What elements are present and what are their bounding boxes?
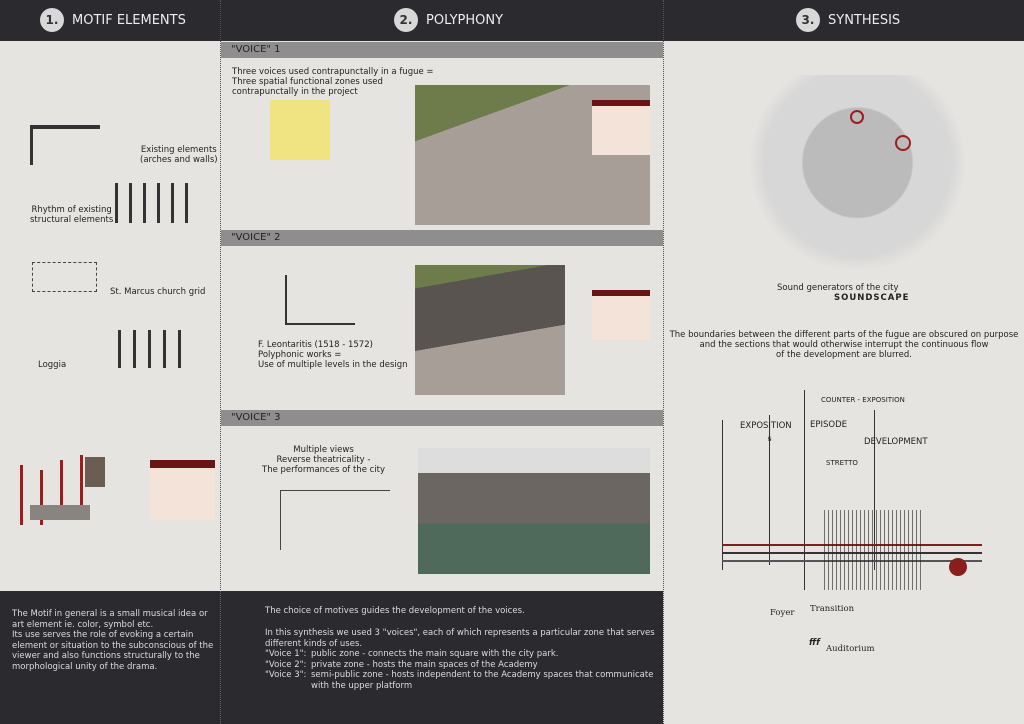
section-header-motif: 1. MOTIF ELEMENTS [40, 8, 186, 32]
voice-2-text: F. Leontaritis (1518 - 1572) Polyphonic … [258, 340, 408, 370]
column-divider [663, 0, 664, 724]
label-counter-exposition: COUNTER - EXPOSITION [821, 396, 905, 404]
map-caption: Sound generators of the city [777, 283, 899, 293]
city-map [745, 75, 970, 270]
column-divider [220, 0, 221, 724]
voice-1-text: Three voices used contrapunctally in a f… [232, 67, 434, 97]
voices-list: "Voice 1": public zone - connects the mai… [265, 649, 660, 691]
section-title: MOTIF ELEMENTS [72, 12, 186, 28]
section-title: POLYPHONY [426, 12, 504, 28]
voice-key: "Voice 3": [265, 670, 307, 680]
label-auditorium: Auditorium [826, 644, 875, 654]
voice-1-building [592, 100, 650, 155]
voice-value: private zone - hosts the main spaces of … [311, 659, 538, 670]
section-number: 1. [40, 8, 64, 32]
levels-sketch [285, 275, 355, 325]
section-title: SYNTHESIS [828, 12, 901, 28]
voice-value: public zone - connects the main square w… [311, 649, 559, 659]
voices-body: In this synthesis we used 3 "voices", ea… [265, 628, 655, 649]
voice-2-building [592, 290, 650, 340]
section-header-polyphony: 2. POLYPHONY [394, 8, 503, 32]
label-episode: EPISODE [810, 420, 848, 430]
building-model [150, 460, 215, 520]
arches-sketch [30, 125, 100, 165]
voices-intro: The choice of motives guides the develop… [265, 606, 525, 616]
voice-key: "Voice 2": [265, 659, 307, 670]
voice-1-sketch [270, 100, 330, 160]
label-stretto: STRETTO [826, 459, 858, 467]
motif-model [15, 455, 105, 535]
header-band [0, 0, 1024, 41]
voice-2-render [415, 265, 565, 395]
motif-label: Existing elements (arches and walls) [140, 145, 218, 165]
voice-value: semi-public zone - hosts independent to … [311, 670, 654, 691]
motif-label: St. Marcus church grid [110, 287, 206, 297]
label-development: DEVELOPMENT [864, 437, 928, 447]
fugue-diagram: COUNTER - EXPOSITION EXPOSITION EPISODE … [664, 390, 1024, 670]
column-divider [220, 591, 221, 724]
voice-3-text: Multiple views Reverse theatricality - T… [262, 445, 386, 475]
voice-item: "Voice 2": private zone - hosts the main … [265, 660, 660, 671]
footer-band: The Motif in general is a small musical … [0, 591, 663, 724]
synthesis-paragraph: The boundaries between the different par… [669, 330, 1019, 360]
voice-item: "Voice 1": public zone - connects the mai… [265, 649, 660, 660]
motif-label: Loggia [38, 360, 67, 370]
section-header-synthesis: 3. SYNTHESIS [796, 8, 900, 32]
loggia-sketch [118, 330, 193, 368]
label-transition: Transition [810, 604, 855, 614]
voice-3-render [418, 448, 650, 574]
segno-symbol: 𝄋 [768, 435, 772, 445]
label-exposition: EXPOSITION [740, 421, 792, 431]
voice-key: "Voice 1": [265, 649, 307, 659]
motif-description: The Motif in general is a small musical … [12, 609, 214, 672]
motif-label: Rhythm of existing structural elements [30, 205, 114, 225]
label-foyer: Foyer [770, 608, 795, 618]
section-number: 2. [394, 8, 418, 32]
rhythm-sketch [115, 183, 195, 223]
label-fff: fff [809, 638, 820, 648]
voice-2-bar: "VOICE" 2 [221, 230, 663, 246]
voice-3-bar: "VOICE" 3 [221, 410, 663, 426]
map-title: SOUNDSCAPE [834, 293, 910, 303]
section-number: 3. [796, 8, 820, 32]
church-grid-sketch [32, 262, 97, 292]
views-sketch [280, 490, 390, 550]
voice-1-bar: "VOICE" 1 [221, 42, 663, 58]
voice-item: "Voice 3": semi-public zone - hosts indep… [265, 670, 660, 691]
